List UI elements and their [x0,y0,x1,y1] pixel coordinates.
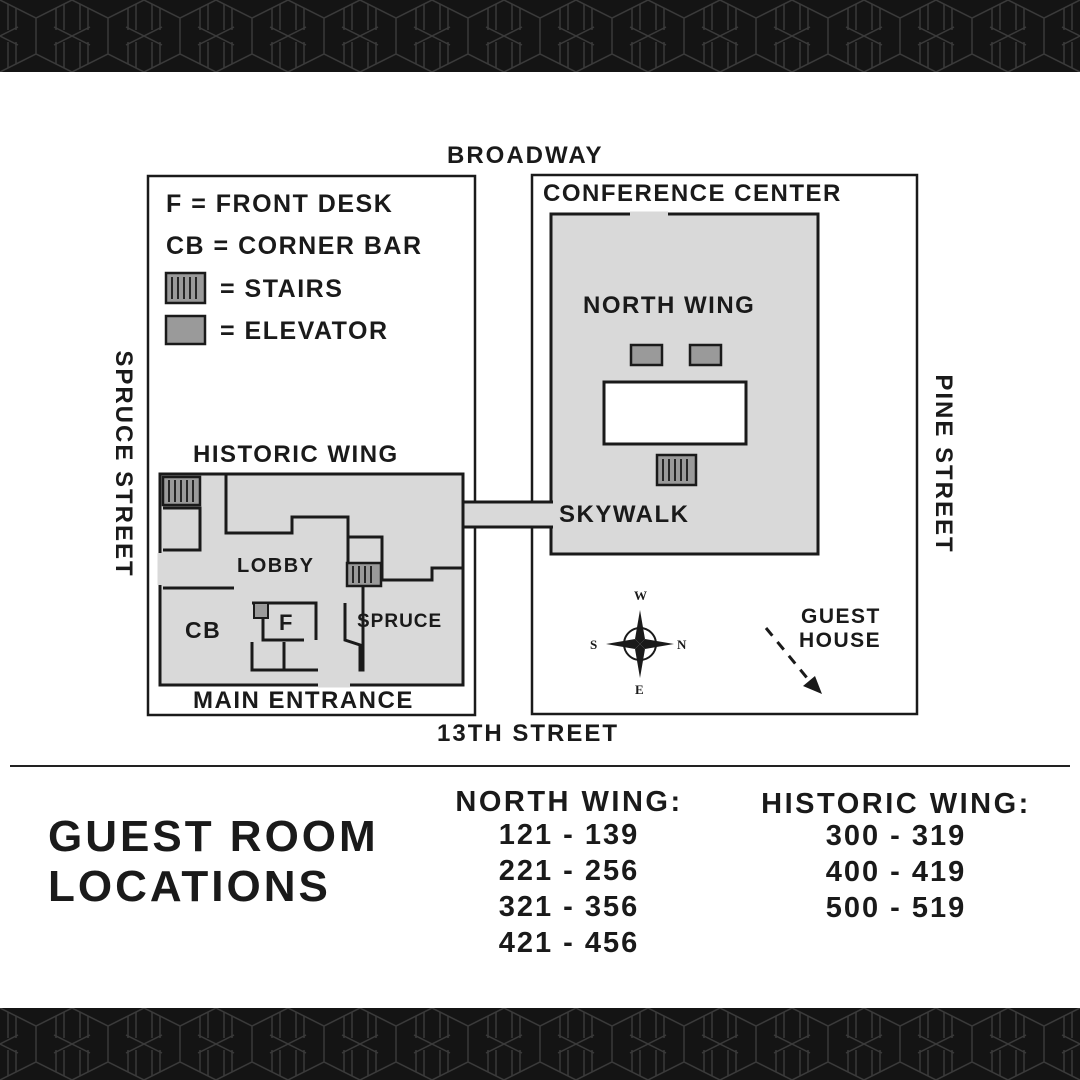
label-guest-house-line1: GUEST [801,605,881,628]
room-range: 500 - 519 [825,892,967,924]
legend-elevator: = ELEVATOR [220,317,389,345]
geometric-pattern-top [0,0,1080,72]
compass-letter-bottom: E [635,682,644,697]
label-guest-house-line2: HOUSE [799,629,882,652]
north-wing-stairs [655,453,698,487]
label-corner-bar: CB [185,617,222,643]
label-north-wing: NORTH WING [583,292,756,319]
section-divider [10,765,1070,767]
label-conference-center: CONFERENCE CENTER [543,180,842,207]
decorative-bottom-band [0,1008,1080,1080]
label-spruce-room: SPRUCE [357,611,443,632]
compass-letter-left: S [590,637,598,652]
street-13th: 13TH STREET [437,720,620,747]
north-wing-elevator-2 [688,343,723,367]
north-wing-elevator-1 [629,343,664,367]
room-range: 321 - 356 [498,891,640,923]
historic-wing-interior-walls [163,474,465,672]
legend-front-desk: F = FRONT DESK [166,190,394,218]
legend-stairs: = STAIRS [220,275,344,303]
map-drawing [146,173,919,717]
compass-rose [606,610,674,678]
geometric-pattern-bottom [0,1008,1080,1080]
historic-wing-heading: HISTORIC WING: [761,788,1031,820]
north-wing-heading: NORTH WING: [455,786,683,818]
east-block-outline [530,173,919,716]
compass-letter-top: W [634,588,647,603]
legend-corner-bar: CB = CORNER BAR [166,232,423,260]
skywalk [461,502,553,527]
compass-letter-right: N [677,637,687,652]
room-range: 121 - 139 [498,819,640,851]
north-wing-courtyard [602,380,748,446]
label-front-desk: F [279,610,294,635]
label-historic-wing: HISTORIC WING [193,441,399,468]
label-lobby: LOBBY [237,555,315,577]
legend-stairs-swatch [164,271,207,305]
guest-house-arrow [764,627,822,694]
rooms-title-line2: LOCATIONS [48,862,331,911]
street-broadway: BROADWAY [447,142,604,169]
rooms-title-line1: GUEST ROOM [48,812,379,861]
north-wing-room-list: 121 - 139 221 - 256 321 - 356 421 - 456 [442,817,696,961]
historic-wing-room-list: 300 - 319 400 - 419 500 - 519 [748,818,1044,926]
street-spruce: SPRUCE STREET [110,350,137,578]
historic-wing-stairs-center [345,561,383,588]
label-main-entrance: MAIN ENTRANCE [193,687,414,714]
room-range: 300 - 319 [825,820,967,852]
historic-wing-stairs-west [161,475,202,507]
room-range: 400 - 419 [825,856,967,888]
decorative-top-band [0,0,1080,72]
room-range: 421 - 456 [498,927,640,959]
historic-wing-building [158,472,465,687]
room-range: 221 - 256 [498,855,640,887]
historic-wing-elevator [253,602,269,619]
legend-elevator-swatch [164,314,207,346]
label-skywalk: SKYWALK [559,501,690,528]
street-pine: PINE STREET [930,374,957,554]
west-block-outline [146,174,477,717]
